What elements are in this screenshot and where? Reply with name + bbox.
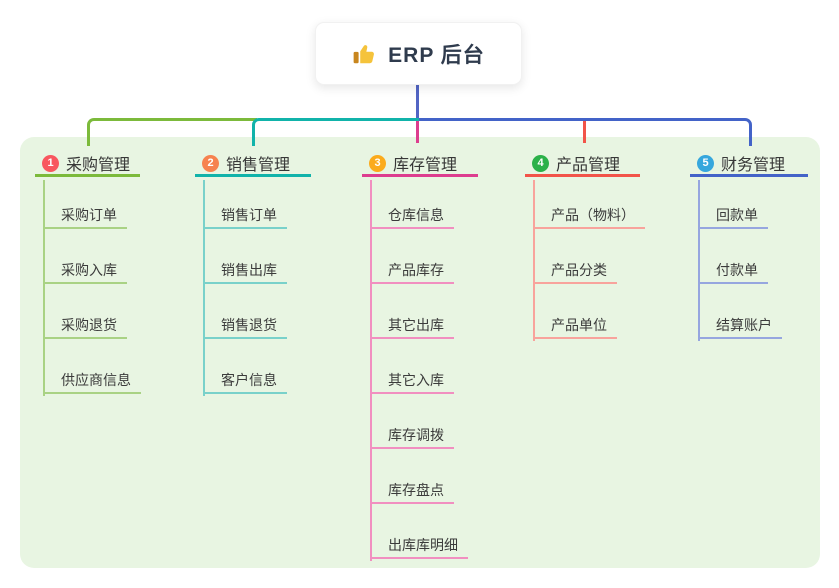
child-node[interactable]: 销售退货: [203, 313, 287, 339]
branch-node[interactable]: 3 库存管理: [362, 152, 478, 177]
branch-spine-line: [203, 180, 205, 396]
child-node[interactable]: 产品单位: [533, 313, 617, 339]
branch-label: 财务管理: [721, 157, 786, 174]
branch-number-badge: 1: [42, 154, 59, 172]
connector-bus-finance: [419, 118, 752, 146]
branch-node[interactable]: 1 采购管理: [35, 152, 140, 177]
child-node[interactable]: 销售出库: [203, 258, 287, 284]
child-node[interactable]: 供应商信息: [43, 368, 141, 394]
child-node[interactable]: 客户信息: [203, 368, 287, 394]
child-node[interactable]: 其它入库: [370, 368, 454, 394]
child-node[interactable]: 结算账户: [698, 313, 782, 339]
child-node[interactable]: 仓库信息: [370, 203, 454, 229]
child-node[interactable]: 销售订单: [203, 203, 287, 229]
child-node[interactable]: 采购订单: [43, 203, 127, 229]
branch-node[interactable]: 5 财务管理: [690, 152, 808, 177]
mindmap-canvas: [20, 137, 820, 568]
child-node[interactable]: 其它出库: [370, 313, 454, 339]
root-label: ERP 后台: [388, 43, 485, 67]
connector-bus-sales: [252, 118, 422, 146]
child-node[interactable]: 出库库明细: [370, 533, 468, 559]
child-node[interactable]: 产品分类: [533, 258, 617, 284]
child-node[interactable]: 付款单: [698, 258, 768, 284]
branch-node[interactable]: 4 产品管理: [525, 152, 640, 177]
branch-label: 产品管理: [556, 157, 621, 174]
child-node[interactable]: 库存调拨: [370, 423, 454, 449]
child-node[interactable]: 产品库存: [370, 258, 454, 284]
connector-root-line: [416, 84, 419, 118]
connector-drop-inventory: [416, 121, 419, 143]
branch-number-badge: 3: [369, 154, 386, 172]
branch-spine-line: [533, 180, 535, 341]
branch-spine-line: [698, 180, 700, 341]
child-node[interactable]: 采购退货: [43, 313, 127, 339]
thumbs-up-icon: [352, 41, 378, 67]
root-node[interactable]: ERP 后台: [315, 22, 522, 85]
branch-spine-line: [43, 180, 45, 396]
branch-number-badge: 2: [202, 154, 219, 172]
branch-number-badge: 4: [532, 154, 549, 172]
connector-drop-product: [583, 121, 586, 143]
branch-number-badge: 5: [697, 154, 714, 172]
branch-label: 销售管理: [226, 157, 291, 174]
connector-bus-purchase: [87, 118, 257, 146]
branch-spine-line: [370, 180, 372, 561]
child-node[interactable]: 回款单: [698, 203, 768, 229]
branch-node[interactable]: 2 销售管理: [195, 152, 311, 177]
branch-label: 采购管理: [66, 157, 131, 174]
child-node[interactable]: 库存盘点: [370, 478, 454, 504]
child-node[interactable]: 产品（物料）: [533, 203, 645, 229]
branch-label: 库存管理: [393, 157, 458, 174]
child-node[interactable]: 采购入库: [43, 258, 127, 284]
